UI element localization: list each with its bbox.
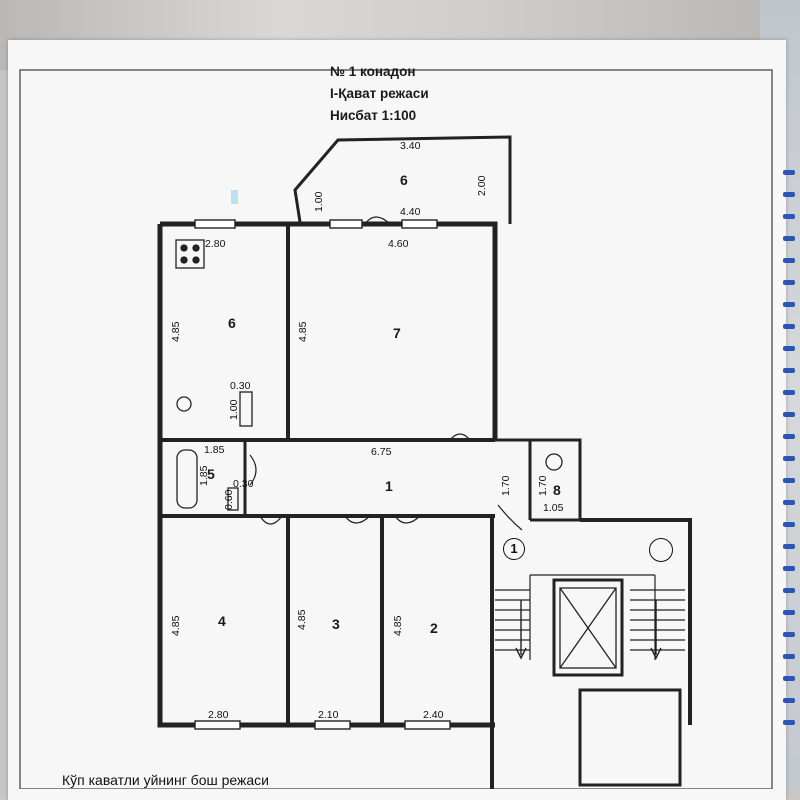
- window-living-left: [329, 219, 363, 229]
- scan-mark: [231, 190, 238, 204]
- elevator-cross: [559, 587, 617, 669]
- dim-kitchen-niche-h: 1.00: [228, 399, 240, 420]
- dim-room4-height: 4.85: [170, 615, 182, 636]
- dim-kitchen-height: 4.85: [170, 321, 182, 342]
- dim-hall-height: 1.70: [500, 475, 512, 496]
- dim-wc-height: 1.70: [537, 475, 549, 496]
- toilet-icon: [545, 453, 563, 471]
- dim-living-width: 4.60: [388, 238, 409, 250]
- sheet-border: [19, 69, 773, 789]
- window-room3: [314, 720, 351, 730]
- dim-bath-height: 1.85: [198, 465, 210, 486]
- dim-balcony-bottom: 4.40: [400, 206, 421, 218]
- room-label-bath: 5: [207, 466, 215, 482]
- dim-kitchen-width: 2.80: [205, 238, 226, 250]
- plan-title: № 1 конадон: [330, 64, 416, 79]
- stove-burner: [180, 244, 188, 252]
- window-kitchen: [194, 219, 236, 229]
- stair-steps: [495, 574, 685, 660]
- sink-icon: [176, 396, 192, 412]
- dim-room4-width: 2.80: [208, 709, 229, 721]
- window-living-right: [401, 219, 438, 229]
- kitchen-niche: [239, 391, 253, 427]
- room-label-4: 4: [218, 613, 226, 629]
- door-swings: [249, 216, 523, 531]
- binding-spiral: [783, 170, 797, 730]
- room-label-living: 7: [393, 325, 401, 341]
- room-label-2: 2: [430, 620, 438, 636]
- stair-circle-marker: [649, 538, 673, 562]
- floor-plan-sheet: [8, 40, 786, 800]
- elevator-shaft: [552, 578, 624, 677]
- dim-room3-height: 4.85: [296, 609, 308, 630]
- window-room4: [194, 720, 241, 730]
- dim-bath-width: 1.85: [204, 444, 225, 456]
- wc-walls: [495, 438, 582, 522]
- scale-label: Нисбат 1:100: [330, 108, 417, 123]
- dim-kitchen-niche-w: 0.30: [230, 380, 251, 392]
- room-label-hall: 1: [385, 478, 393, 494]
- dim-balcony-width: 3.40: [400, 140, 421, 152]
- dim-room2-width: 2.40: [423, 709, 444, 721]
- dim-wc-width: 1.05: [543, 502, 564, 514]
- bathtub-icon: [176, 449, 198, 509]
- room-label-balcony: 6: [400, 172, 408, 188]
- floor-subtitle: I-Қават режаси: [330, 86, 429, 101]
- dim-bath-small-w: 0.30: [233, 478, 254, 490]
- dim-room2-height: 4.85: [392, 615, 404, 636]
- dim-balcony-right: 2.00: [476, 175, 488, 196]
- dim-balcony-left: 1.00: [313, 191, 325, 212]
- room-label-3: 3: [332, 616, 340, 632]
- room-label-kitchen: 6: [228, 315, 236, 331]
- dim-bath-small-h: 0.60: [223, 489, 235, 510]
- stair-number-badge: 1: [503, 538, 525, 560]
- balcony-outline: [293, 135, 512, 224]
- lower-shaft: [578, 688, 682, 787]
- stair-outer-wall: [580, 518, 692, 725]
- stove-outline: [175, 239, 205, 269]
- stair-arrows: [515, 600, 662, 660]
- bath-niche: [227, 487, 239, 511]
- window-room2: [404, 720, 451, 730]
- footer-caption: Кўп каватли уйнинг бош режаси: [62, 772, 269, 788]
- room-label-wc: 8: [553, 482, 561, 498]
- dim-hall-width: 6.75: [371, 446, 392, 458]
- dim-living-height: 4.85: [297, 321, 309, 342]
- dim-room3-width: 2.10: [318, 709, 339, 721]
